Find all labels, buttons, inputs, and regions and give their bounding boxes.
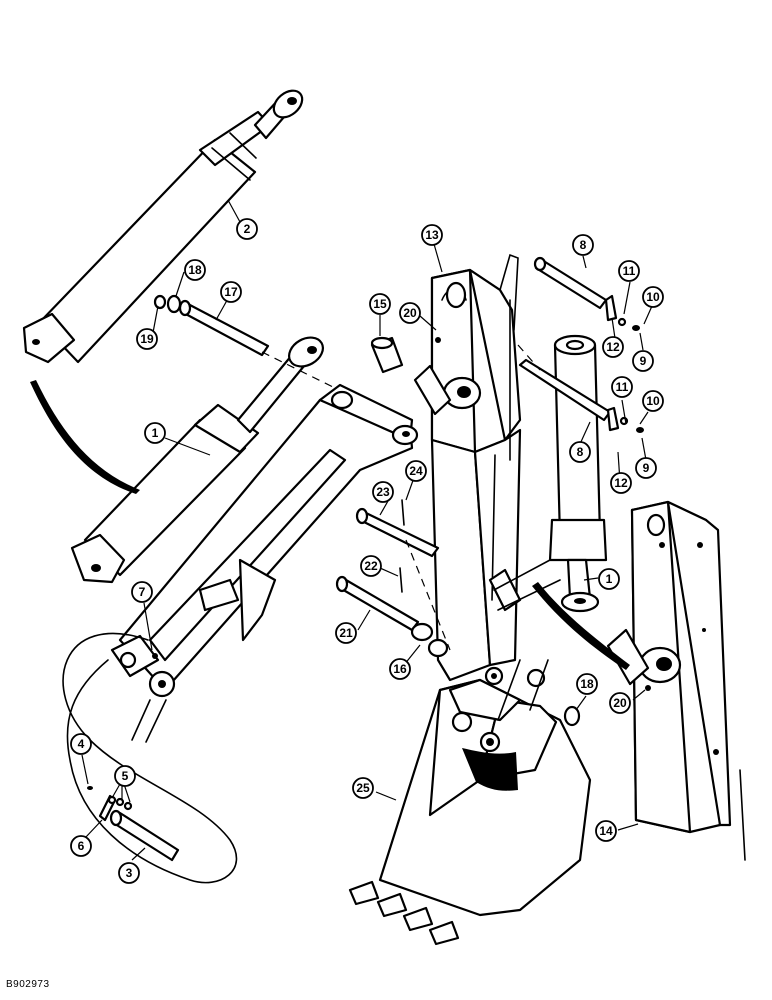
svg-text:13: 13	[425, 228, 439, 242]
assembly-line	[405, 539, 451, 651]
leader-lines	[81, 199, 653, 861]
callout-part-11-lower: 11	[611, 376, 633, 398]
callout-part-18-right: 18	[576, 673, 598, 695]
callout-part-3: 3	[118, 862, 140, 884]
svg-text:11: 11	[623, 264, 636, 278]
svg-text:19: 19	[140, 332, 154, 346]
svg-text:22: 22	[364, 559, 378, 573]
callout-part-1-right: 1	[598, 568, 620, 590]
figure-id: B902973	[6, 979, 50, 990]
boom-cylinder-part-2	[22, 89, 304, 364]
callout-part-5: 5	[114, 765, 136, 787]
svg-text:21: 21	[339, 626, 353, 640]
dipper-cylinder-part-1	[70, 336, 324, 584]
callout-part-22: 22	[360, 555, 382, 577]
callout-part-23: 23	[372, 481, 394, 503]
callout-part-11: 11	[618, 260, 640, 282]
bushing-part-16	[410, 622, 449, 658]
svg-text:8: 8	[577, 445, 584, 459]
callout-part-19: 19	[136, 328, 158, 350]
svg-text:17: 17	[224, 285, 238, 299]
svg-text:9: 9	[640, 354, 647, 368]
callout-part-9-lower: 9	[635, 457, 657, 479]
callout-part-18: 18	[184, 259, 206, 281]
svg-text:1: 1	[606, 572, 613, 586]
pin-part-17	[153, 294, 270, 357]
pin-part-21	[335, 567, 420, 632]
svg-text:10: 10	[646, 394, 660, 408]
pin-part-23	[355, 499, 440, 558]
svg-text:23: 23	[376, 485, 390, 499]
pin-part-8-upper	[533, 256, 640, 331]
svg-text:18: 18	[580, 677, 594, 691]
callout-part-17: 17	[220, 281, 242, 303]
callout-part-15: 15	[369, 293, 391, 315]
svg-text:14: 14	[599, 824, 613, 838]
hydraulic-hose	[62, 632, 238, 884]
svg-text:1: 1	[152, 426, 159, 440]
svg-text:5: 5	[122, 769, 129, 783]
assembly-line	[517, 344, 541, 371]
callout-part-13: 13	[421, 224, 443, 246]
svg-text:8: 8	[580, 238, 587, 252]
svg-text:15: 15	[373, 297, 387, 311]
callout-part-14: 14	[595, 820, 617, 842]
callout-part-4: 4	[70, 733, 92, 755]
callout-part-10: 10	[642, 286, 664, 308]
callout-part-7: 7	[131, 581, 153, 603]
callout-part-25: 25	[352, 777, 374, 799]
callout-part-20-right: 20	[609, 692, 631, 714]
svg-text:12: 12	[614, 476, 628, 490]
callout-part-9: 9	[632, 350, 654, 372]
callout-part-24: 24	[405, 460, 427, 482]
svg-text:7: 7	[139, 585, 146, 599]
callout-part-1: 1	[144, 422, 166, 444]
callout-part-8-lower: 8	[569, 441, 591, 463]
callout-part-6: 6	[70, 835, 92, 857]
bucket-cylinder-part-1	[548, 334, 608, 613]
callout-part-16: 16	[389, 658, 411, 680]
bushing-part-15	[370, 336, 404, 374]
washer-part-18	[563, 705, 581, 727]
bucket-part-25	[348, 659, 592, 946]
svg-text:16: 16	[393, 662, 407, 676]
swing-arrow	[30, 380, 140, 494]
callout-part-10-lower: 10	[642, 390, 664, 412]
svg-text:12: 12	[606, 340, 620, 354]
svg-text:20: 20	[613, 696, 627, 710]
svg-text:4: 4	[78, 737, 85, 751]
callout-part-21: 21	[335, 622, 357, 644]
pin-part-3	[87, 786, 180, 862]
callout-part-20: 20	[399, 302, 421, 324]
svg-text:2: 2	[244, 222, 251, 236]
boom-part-13	[413, 253, 522, 682]
svg-text:20: 20	[403, 306, 417, 320]
pin-part-8-lower	[518, 358, 644, 433]
boom-part-14	[606, 500, 746, 861]
svg-text:24: 24	[409, 464, 423, 478]
svg-text:25: 25	[356, 781, 370, 795]
svg-text:11: 11	[616, 380, 629, 394]
svg-text:18: 18	[188, 263, 202, 277]
dipper-stick-left	[110, 383, 419, 743]
callout-part-12-lower: 12	[610, 472, 632, 494]
callout-part-2: 2	[236, 218, 258, 240]
swing-arrow-right	[532, 582, 630, 670]
svg-text:3: 3	[126, 866, 133, 880]
svg-text:10: 10	[646, 290, 660, 304]
callout-part-8: 8	[572, 234, 594, 256]
svg-text:9: 9	[643, 461, 650, 475]
svg-text:6: 6	[78, 839, 85, 853]
callout-part-12: 12	[602, 336, 624, 358]
